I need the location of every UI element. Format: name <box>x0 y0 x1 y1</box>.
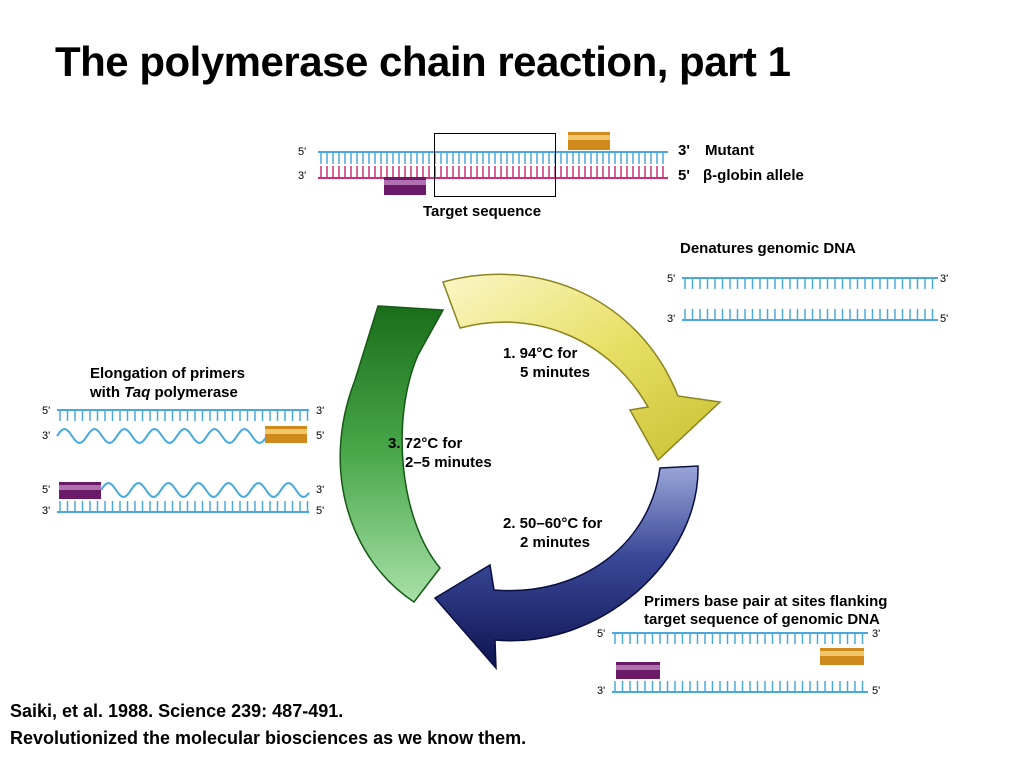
step3-temp: 3. 72°C for <box>388 435 463 452</box>
denature-heading: Denatures genomic DNA <box>680 240 856 257</box>
anneal-primer-purple <box>616 662 660 679</box>
mutant-label: Mutant <box>705 142 755 159</box>
step2-temp: 2. 50–60°C for <box>503 515 603 532</box>
elong2-top-3-end: 3' <box>316 484 325 496</box>
elong1-top-3-end: 3' <box>316 405 325 417</box>
primer-orange <box>568 132 610 150</box>
elong2-new-strand-wave <box>100 482 310 498</box>
anneal-bottom-3-end: 3' <box>597 685 606 697</box>
target-sequence-label: Target sequence <box>423 203 542 220</box>
elong2-primer-purple <box>59 482 101 499</box>
elongation-heading-2: with Taq polymerase <box>90 384 238 401</box>
anneal-heading-1: Primers base pair at sites flanking <box>644 593 888 610</box>
denature-bottom-3-end: 3' <box>667 313 676 325</box>
anneal-primer-orange <box>820 648 864 665</box>
bottom-strand-3-end: 3' <box>298 170 307 182</box>
summary-text: Revolutionized the molecular biosciences… <box>10 728 527 748</box>
anneal-heading-2: target sequence of genomic DNA <box>644 611 880 628</box>
anneal-top-5-end: 5' <box>597 628 606 640</box>
citation-text: Saiki, et al. 1988. Science 239: 487-491… <box>10 701 344 721</box>
denature-top-3-end: 3' <box>940 273 949 285</box>
anneal-top-3-end: 3' <box>872 628 881 640</box>
top-strand-5-end: 5' <box>298 146 307 158</box>
elong1-template-strand <box>57 409 309 421</box>
top-right-3-end: 3' <box>678 142 690 159</box>
step2-time: 2 minutes <box>520 534 591 551</box>
arrow-elongate-green <box>339 305 445 604</box>
elongation-heading-1: Elongation of primers <box>90 365 246 382</box>
denature-top-strand <box>682 277 938 289</box>
anneal-bottom-strand <box>612 681 868 693</box>
step1-time: 5 minutes <box>520 364 591 381</box>
step1-temp: 1. 94°C for <box>503 345 578 362</box>
elong2-bottom-5-end: 5' <box>316 505 325 517</box>
elong2-bottom-3-end: 3' <box>42 505 51 517</box>
elong2-top-5-end: 5' <box>42 484 51 496</box>
anneal-top-strand <box>612 632 868 644</box>
target-sequence-box <box>434 133 556 197</box>
elong1-new-strand-wave <box>56 428 268 444</box>
primer-purple <box>384 177 426 195</box>
step3-time: 2–5 minutes <box>405 454 492 471</box>
elong1-primer-orange <box>265 426 307 443</box>
elongation-with-text: with <box>90 384 120 401</box>
elong1-bottom-5-end: 5' <box>316 430 325 442</box>
top-right-5-end: 5' <box>678 167 690 184</box>
denature-bottom-5-end: 5' <box>940 313 949 325</box>
denature-bottom-strand <box>682 309 938 321</box>
allele-label: β-globin allele <box>703 167 804 184</box>
polymerase-text: polymerase <box>154 384 238 401</box>
elong1-bottom-3-end: 3' <box>42 430 51 442</box>
denature-top-5-end: 5' <box>667 273 676 285</box>
arrow-denature-yellow <box>442 273 722 462</box>
elong1-top-5-end: 5' <box>42 405 51 417</box>
taq-text: Taq <box>124 384 151 401</box>
anneal-bottom-5-end: 5' <box>872 685 881 697</box>
page-title: The polymerase chain reaction, part 1 <box>55 38 791 85</box>
elong2-template-strand <box>57 501 309 513</box>
arrow-anneal-navy <box>433 465 699 671</box>
